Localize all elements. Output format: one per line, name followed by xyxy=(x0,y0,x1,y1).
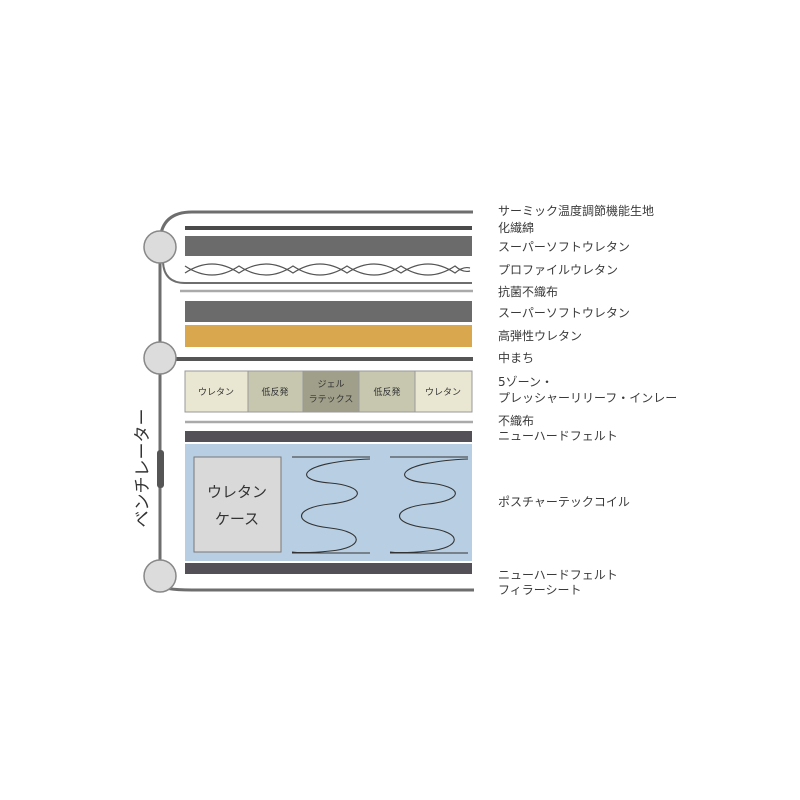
zone-label-1: ウレタン xyxy=(198,387,234,398)
layer-labels: サーミック温度調節機能生地 化繊綿 スーパーソフトウレタン プロファイルウレタン… xyxy=(498,203,677,597)
five-zone-inlay: ウレタン 低反発 ジェル ラテックス 低反発 ウレタン xyxy=(184,370,473,413)
label-antibacterial: 抗菌不織布 xyxy=(498,284,558,299)
middle-tuck-line xyxy=(160,357,473,361)
super-soft-urethane-layer-1 xyxy=(185,236,472,256)
label-fabric: サーミック温度調節機能生地 xyxy=(498,203,654,218)
zone-label-3-line1: ジェル xyxy=(317,380,344,390)
urethane-case-label-line2: ケース xyxy=(215,510,259,528)
zone-urethane-right xyxy=(414,370,473,413)
super-soft-urethane-layer-2 xyxy=(185,301,472,322)
label-high-resilience: 高弾性ウレタン xyxy=(498,328,582,343)
label-super-soft-1: スーパーソフトウレタン xyxy=(498,240,630,254)
label-filler-sheet: フィラーシート xyxy=(498,583,582,597)
zone-label-3-line2: ラテックス xyxy=(309,394,354,405)
label-pocket-coil: ポスチャーテックコイル xyxy=(498,495,630,509)
ventilator-node-bottom xyxy=(143,559,177,593)
bottom-frame-line xyxy=(158,584,474,592)
ventilator-vent-bar xyxy=(157,450,164,488)
label-new-hard-felt-bottom: ニューハードフェルト xyxy=(498,568,618,582)
new-hard-felt-bottom xyxy=(185,563,472,574)
zone-urethane-left xyxy=(184,370,249,413)
ventilator-label: ベンチレーター xyxy=(133,409,153,528)
label-synthetic-cotton: 化繊綿 xyxy=(498,221,534,235)
coil-spring-1 xyxy=(291,456,371,554)
zone-gel-latex xyxy=(302,370,360,413)
label-zone-line2: プレッシャーリリーフ・インレー xyxy=(498,391,677,405)
quilt-frame-line xyxy=(162,261,472,284)
label-nonwoven: 不織布 xyxy=(498,414,534,428)
zone-label-5: ウレタン xyxy=(425,387,461,398)
label-profile-urethane: プロファイルウレタン xyxy=(498,263,618,277)
label-middle-tuck: 中まち xyxy=(498,350,534,365)
ventilator-node-middle xyxy=(143,341,177,375)
label-super-soft-2: スーパーソフトウレタン xyxy=(498,306,630,320)
high-resilience-urethane-layer xyxy=(185,325,472,347)
label-new-hard-felt-top: ニューハードフェルト xyxy=(498,429,618,443)
ventilator-node-top xyxy=(143,230,177,264)
label-zone-line1: 5ゾーン・ xyxy=(498,375,553,389)
synthetic-cotton-layer xyxy=(185,226,472,230)
coil-spring-2 xyxy=(389,456,469,554)
zone-label-4: 低反発 xyxy=(373,386,400,398)
new-hard-felt-top xyxy=(185,431,472,442)
urethane-case xyxy=(193,456,282,553)
profile-urethane-wave-top xyxy=(184,263,471,274)
zone-low-rebound-left xyxy=(247,370,304,413)
zone-label-2: 低反発 xyxy=(261,386,288,398)
profile-urethane-wave-bottom xyxy=(184,265,471,276)
urethane-case-label-line1: ウレタン xyxy=(207,483,267,501)
zone-low-rebound-right xyxy=(358,370,416,413)
